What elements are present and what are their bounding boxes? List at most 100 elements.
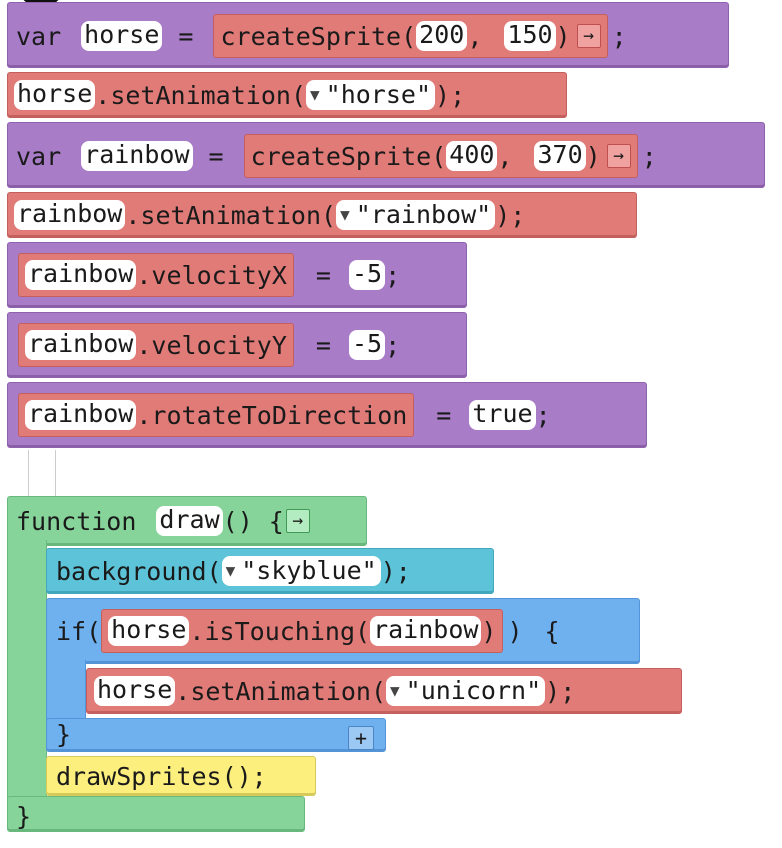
dropdown-arrow-icon: ▼ [310, 85, 320, 104]
function-name-field[interactable]: draw [156, 506, 223, 536]
semicolon: ; [450, 80, 466, 110]
value-field[interactable]: true [469, 400, 536, 430]
value-field[interactable]: -5 [348, 330, 386, 360]
horse-set-unicorn-block[interactable] [86, 668, 682, 714]
rparen: ) [555, 21, 571, 51]
semicolon: ; [385, 330, 401, 360]
if-block-left-rail [46, 660, 86, 722]
rparen: ) [507, 616, 523, 646]
create-sprite-label: createSprite [220, 21, 402, 51]
if-condition-row: if( horse . isTouching ( rainbow ) ) { [56, 609, 560, 653]
method-label: setAnimation [140, 200, 322, 230]
rparen: ) [481, 616, 497, 646]
if-close-row: } [56, 716, 71, 752]
y-arg-field[interactable]: 150 [504, 21, 556, 51]
dot: . [136, 260, 152, 290]
if-keyword: if( [56, 616, 102, 646]
assign-operator: = [178, 21, 194, 51]
plus-icon[interactable]: + [348, 726, 374, 750]
lparen: ( [401, 21, 417, 51]
lparen: ( [290, 80, 307, 110]
dropdown-value: "unicorn" [405, 676, 542, 705]
x-arg-field[interactable]: 400 [446, 141, 498, 171]
close-brace: } [16, 801, 32, 831]
comma: , [497, 141, 513, 171]
dropdown-arrow-icon: ▼ [225, 561, 236, 580]
horse-set-animation-row: horse . setAnimation ( ▼ "horse" ) ; [14, 73, 465, 117]
animation-dropdown[interactable]: ▼ "rainbow" [336, 200, 496, 230]
variable-name-field[interactable]: rainbow [81, 141, 193, 171]
value-field[interactable]: -5 [348, 260, 386, 290]
target-sprite-field[interactable]: rainbow [370, 616, 482, 646]
open-brace: { [268, 506, 284, 536]
sprite-name-field[interactable]: rainbow [14, 200, 126, 230]
method-label: setAnimation [190, 676, 371, 706]
rparen: ) [545, 676, 561, 706]
lparen: ( [321, 200, 337, 230]
create-sprite-block[interactable]: createSprite ( 400 , 370 ) → [243, 134, 638, 178]
dropdown-arrow-icon: ▼ [340, 205, 350, 224]
var-rainbow-row: var rainbow = createSprite ( 400 , 370 )… [16, 134, 657, 178]
var-keyword: var [16, 141, 62, 171]
method-label: setAnimation [110, 80, 291, 110]
lparen: ( [355, 616, 371, 646]
background-row: background ( ▼ "skyblue" ) ; [56, 549, 411, 593]
function-draw-row: function draw () { → [16, 499, 310, 543]
expand-arrow-icon[interactable]: → [576, 24, 601, 48]
sprite-name-field[interactable]: horse [94, 676, 176, 706]
rparen: ) [585, 141, 601, 171]
method-label: isTouching [204, 616, 355, 646]
color-dropdown[interactable]: ▼ "skyblue" [221, 556, 381, 586]
background-label: background [56, 556, 207, 586]
draw-sprites-label: drawSprites(); [56, 761, 267, 791]
sprite-name-field[interactable]: horse [14, 80, 96, 110]
velocity-x-row: rainbow . velocityX = -5 ; [18, 253, 400, 297]
dropdown-value: "horse" [325, 80, 432, 109]
draw-sprites-block[interactable] [46, 756, 316, 796]
property-label: rotateToDirection [151, 400, 408, 430]
dropdown-arrow-icon: ▼ [390, 681, 400, 700]
assign-operator: = [436, 400, 452, 430]
is-touching-block[interactable]: horse . isTouching ( rainbow ) [101, 609, 504, 653]
semicolon: ; [535, 400, 551, 430]
var-keyword: var [16, 21, 62, 51]
property-getter-block[interactable]: rainbow . velocityX [18, 253, 294, 297]
property-getter-block[interactable]: rainbow . rotateToDirection [18, 393, 415, 437]
function-keyword: function [16, 506, 137, 536]
property-label: velocityX [151, 260, 287, 290]
assign-operator: = [315, 260, 331, 290]
x-arg-field[interactable]: 200 [416, 21, 468, 51]
rainbow-set-animation-row: rainbow . setAnimation ( ▼ "rainbow" ) ; [14, 193, 525, 237]
close-brace: } [56, 719, 72, 749]
sprite-name-field[interactable]: rainbow [25, 400, 137, 430]
sprite-name-field[interactable]: rainbow [25, 330, 137, 360]
dot: . [125, 200, 141, 230]
rparen: ) [435, 80, 451, 110]
comma: , [467, 21, 483, 51]
property-getter-block[interactable]: rainbow . velocityY [18, 323, 294, 367]
dot: . [136, 330, 152, 360]
assign-operator: = [208, 141, 224, 171]
lparen: ( [370, 676, 387, 706]
assign-operator: = [315, 330, 331, 360]
horse-set-animation-block[interactable] [7, 72, 567, 118]
semicolon: ; [395, 556, 411, 586]
dropdown-value: "skyblue" [241, 556, 377, 585]
rparen: ) [380, 556, 396, 586]
dot: . [95, 80, 111, 110]
y-arg-field[interactable]: 370 [534, 141, 586, 171]
semicolon: ; [560, 676, 576, 706]
semicolon: ; [641, 141, 657, 171]
create-sprite-block[interactable]: createSprite ( 200 , 150 ) → [213, 14, 608, 58]
rparen: ) [495, 200, 511, 230]
expand-arrow-icon[interactable]: → [285, 509, 310, 533]
function-draw-left-rail [7, 540, 47, 800]
animation-dropdown[interactable]: ▼ "horse" [306, 80, 436, 110]
lparen: ( [206, 556, 222, 586]
sprite-name-field[interactable]: rainbow [25, 260, 137, 290]
sprite-name-field[interactable]: horse [108, 616, 190, 646]
variable-name-field[interactable]: horse [81, 21, 163, 51]
animation-dropdown[interactable]: ▼ "unicorn" [386, 676, 546, 706]
dot: . [136, 400, 152, 430]
expand-arrow-icon[interactable]: → [606, 144, 631, 168]
